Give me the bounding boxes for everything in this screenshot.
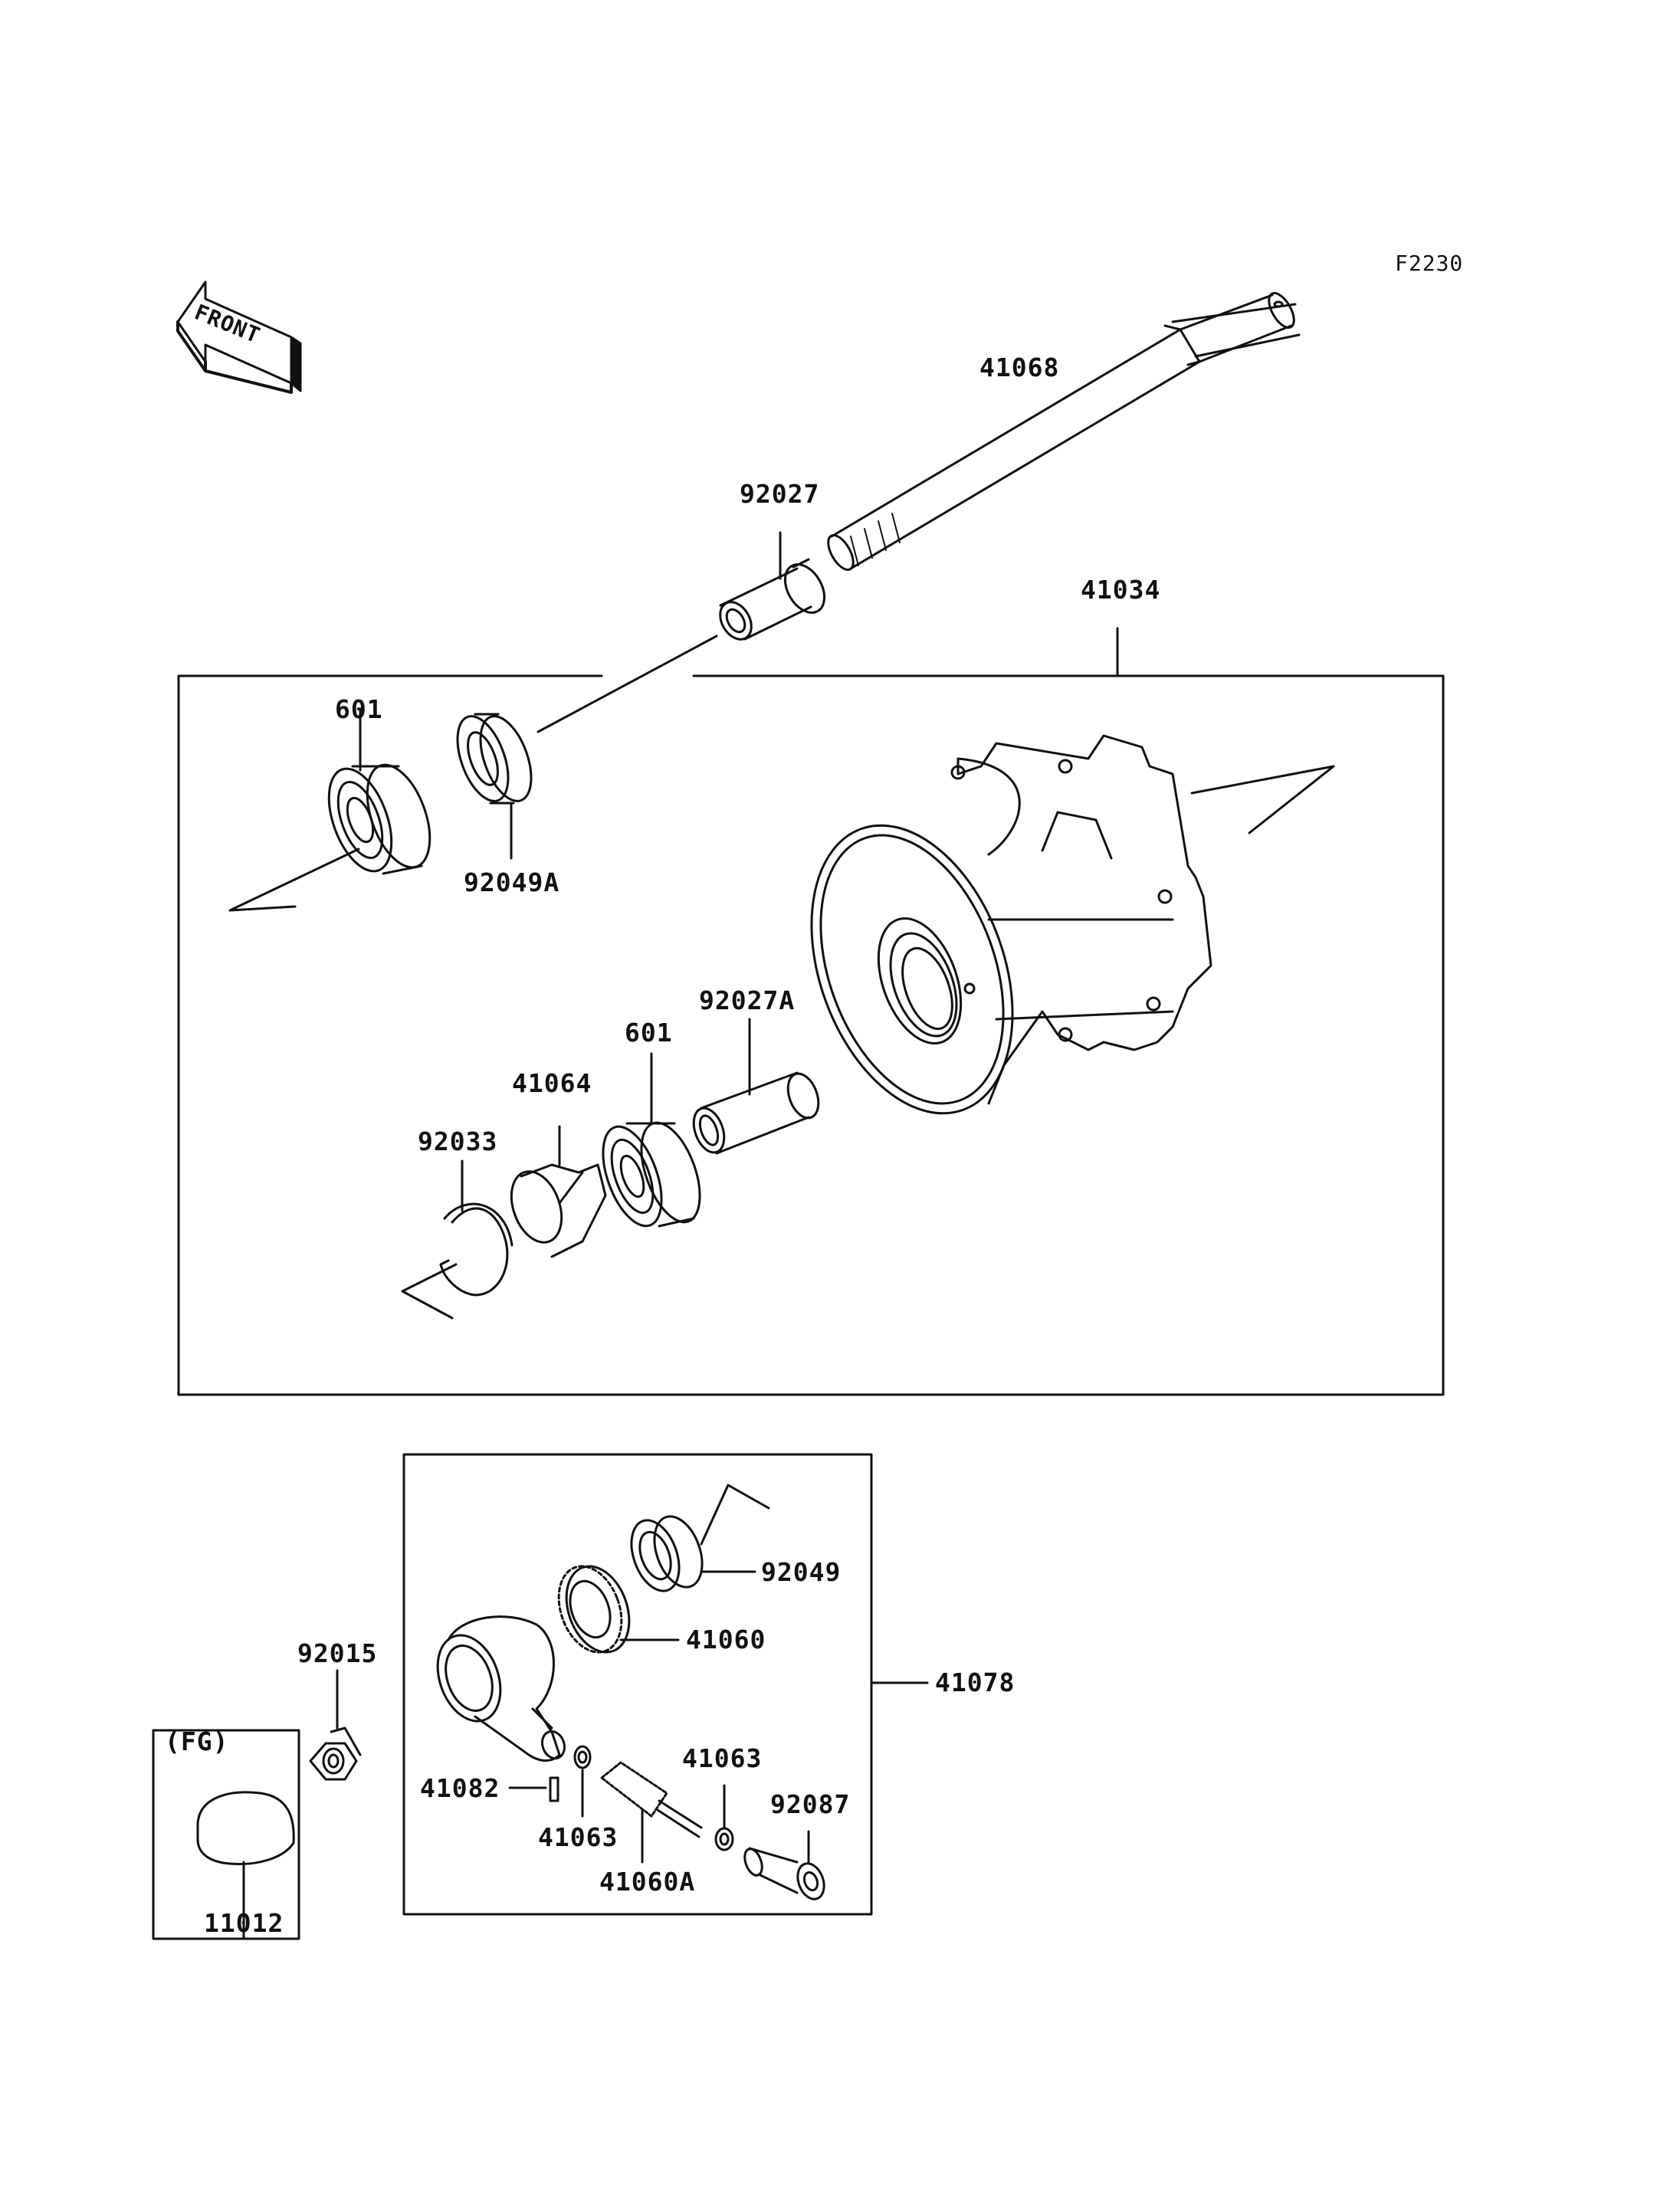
front-arrow-icon [176,280,302,394]
part-label-601-lower: 601 [625,1018,673,1048]
speedo-drive-drawing [510,1125,607,1258]
part-label-41034: 41034 [1081,575,1161,605]
part-label-92033: 92033 [418,1126,498,1156]
part-label-41063-right: 41063 [682,1743,763,1773]
seal-left-drawing [456,635,718,860]
part-label-92027A: 92027A [699,985,796,1015]
part-label-92027: 92027 [740,479,820,509]
part-label-601-top: 601 [335,694,383,724]
hub-group-box [177,531,1445,1396]
part-label-41068: 41068 [979,353,1060,382]
part-label-41078: 41078 [935,1667,1016,1697]
gear-drawing [557,1565,680,1654]
cap-group-box [152,1729,300,1940]
part-label-92049A: 92049A [464,867,560,897]
washer-a-drawing [573,1745,592,1818]
fg-label: (FG) [165,1726,229,1756]
part-label-41082: 41082 [420,1773,500,1803]
axle-drawing [827,292,1301,571]
pin-drawing [508,1776,559,1802]
collar-inner-drawing [692,1018,820,1155]
gear-housing-drawing [436,1615,566,1762]
pinion-drawing [600,1761,703,1864]
circlip-drawing [401,1159,514,1320]
part-label-41060A: 41060A [599,1867,696,1897]
figure-code: F2230 [1395,251,1464,276]
part-label-41063-left: 41063 [538,1822,619,1852]
bearing-left-drawing [228,707,431,912]
part-label-11012: 11012 [204,1908,284,1938]
part-label-41064: 41064 [512,1068,592,1098]
part-label-92049: 92049 [761,1557,842,1587]
part-label-92087: 92087 [770,1789,851,1819]
nut-drawing [309,1669,362,1781]
collar-outer-drawing [719,558,826,641]
part-label-92015: 92015 [297,1638,378,1668]
hub-drawing [810,734,1335,1115]
gearbox-group-box [402,1453,929,1916]
seal-gear-drawing [630,1484,770,1592]
washer-b-drawing [714,1784,734,1851]
bushing-drawing [743,1830,825,1900]
part-label-41060: 41060 [686,1625,766,1654]
bearing-right-drawing [602,1052,701,1228]
